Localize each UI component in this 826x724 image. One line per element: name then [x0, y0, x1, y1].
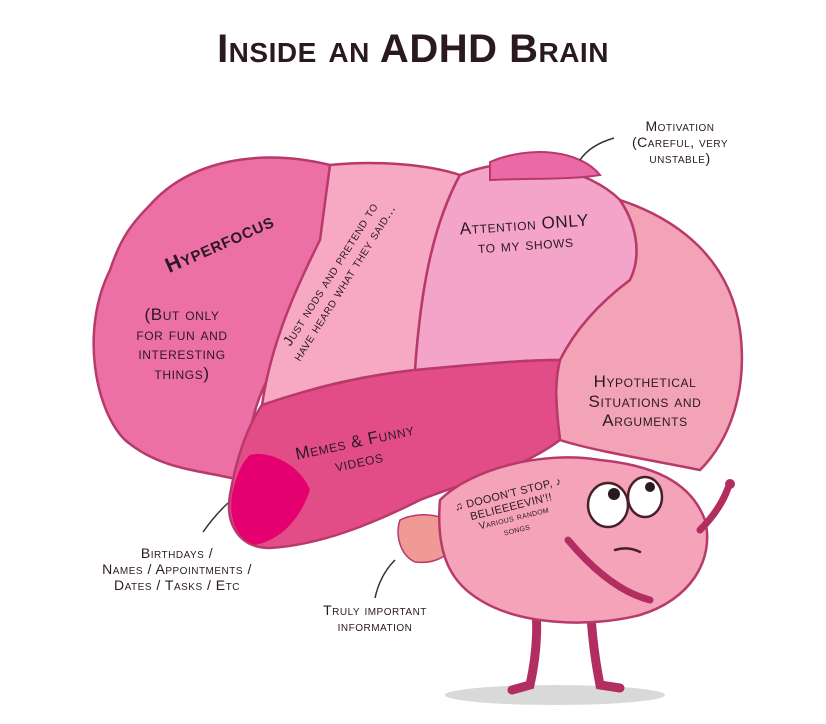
important-annotation: Truly important information	[300, 602, 450, 634]
motivation-annotation: Motivation (Careful, very unstable)	[600, 118, 760, 166]
important-line-2: information	[337, 618, 413, 635]
hypothetical-label: Hypothetical Situations and Arguments	[570, 372, 720, 431]
birthdays-arrow	[202, 502, 229, 533]
hyperfocus-note: (But only for fun and interesting things…	[112, 305, 252, 383]
right-pupil	[645, 482, 655, 492]
hyperfocus-note-line-2: for fun and	[136, 324, 228, 344]
hypothetical-line-2: Situations and	[588, 391, 702, 411]
birthdays-line-2: Names / Appointments /	[102, 561, 252, 578]
motivation-line-3: unstable)	[649, 150, 711, 167]
hypothetical-line-3: Arguments	[602, 411, 688, 431]
hyperfocus-note-line-4: things)	[154, 363, 210, 383]
right-eye	[626, 475, 664, 519]
hotspot-region	[231, 454, 310, 545]
birthdays-line-1: Birthdays /	[140, 545, 214, 561]
hypothetical-line-1: Hypothetical	[593, 372, 697, 391]
motivation-spot	[489, 151, 602, 182]
important-line-1: Truly important	[323, 602, 427, 618]
hyperfocus-note-line-3: interesting	[138, 344, 226, 364]
important-arrow	[374, 559, 396, 599]
motivation-line-2: (Careful, very	[631, 134, 729, 151]
hyperfocus-note-line-1: (But only	[144, 305, 220, 324]
occipital-region	[555, 197, 744, 472]
mouth	[613, 547, 642, 554]
motivation-arrow	[579, 137, 615, 161]
motivation-line-1: Motivation	[645, 118, 715, 134]
left-pupil	[608, 488, 620, 500]
birthdays-line-3: Dates / Tasks / Etc	[114, 577, 240, 594]
left-eye	[586, 481, 630, 529]
birthdays-annotation: Birthdays / Names / Appointments / Dates…	[72, 545, 282, 593]
page-title: Inside an ADHD Brain	[217, 27, 609, 71]
left-arm	[564, 536, 654, 604]
pointing-hand	[725, 479, 735, 489]
ground-shadow	[445, 685, 665, 705]
right-arm	[696, 484, 732, 534]
